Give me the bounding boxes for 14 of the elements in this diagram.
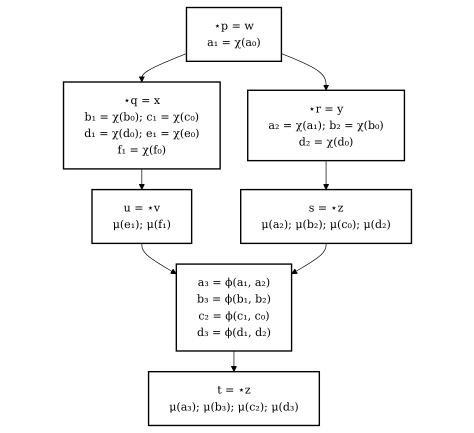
node-box: s = ⋆z μ(a₂); μ(b₂); μ(c₀); μ(d₂) xyxy=(240,188,412,244)
node-box: a₃ = ϕ(a₁, a₂) b₃ = ϕ(b₁, b₂) c₂ = ϕ(c₁, c₀) d₃ = ϕ(d₁, d₂) xyxy=(175,263,292,352)
arrow xyxy=(290,243,326,274)
arrow xyxy=(138,53,186,82)
arrow xyxy=(230,350,236,372)
node-box: ⋆p = w a₁ = χ(a₀) xyxy=(185,6,282,62)
node-box: ⋆r = y a₂ = χ(a₁); b₂ = χ(b₀) d₂ = χ(d₀) xyxy=(246,90,405,162)
arrow xyxy=(140,243,176,274)
arrow xyxy=(138,168,144,190)
arrow xyxy=(280,53,329,91)
node-box: ⋆q = x b₁ = χ(b₀); c₁ = χ(c₀) d₁ = χ(d₀); e₁ = χ(e₀) f₁ = χ(f₀) xyxy=(62,81,220,170)
node-box: t = ⋆z μ(a₃); μ(b₃); μ(c₂); μ(d₃) xyxy=(147,370,320,426)
node-box: u = ⋆v μ(e₁); μ(f₁) xyxy=(90,188,192,244)
arrow xyxy=(322,160,329,190)
